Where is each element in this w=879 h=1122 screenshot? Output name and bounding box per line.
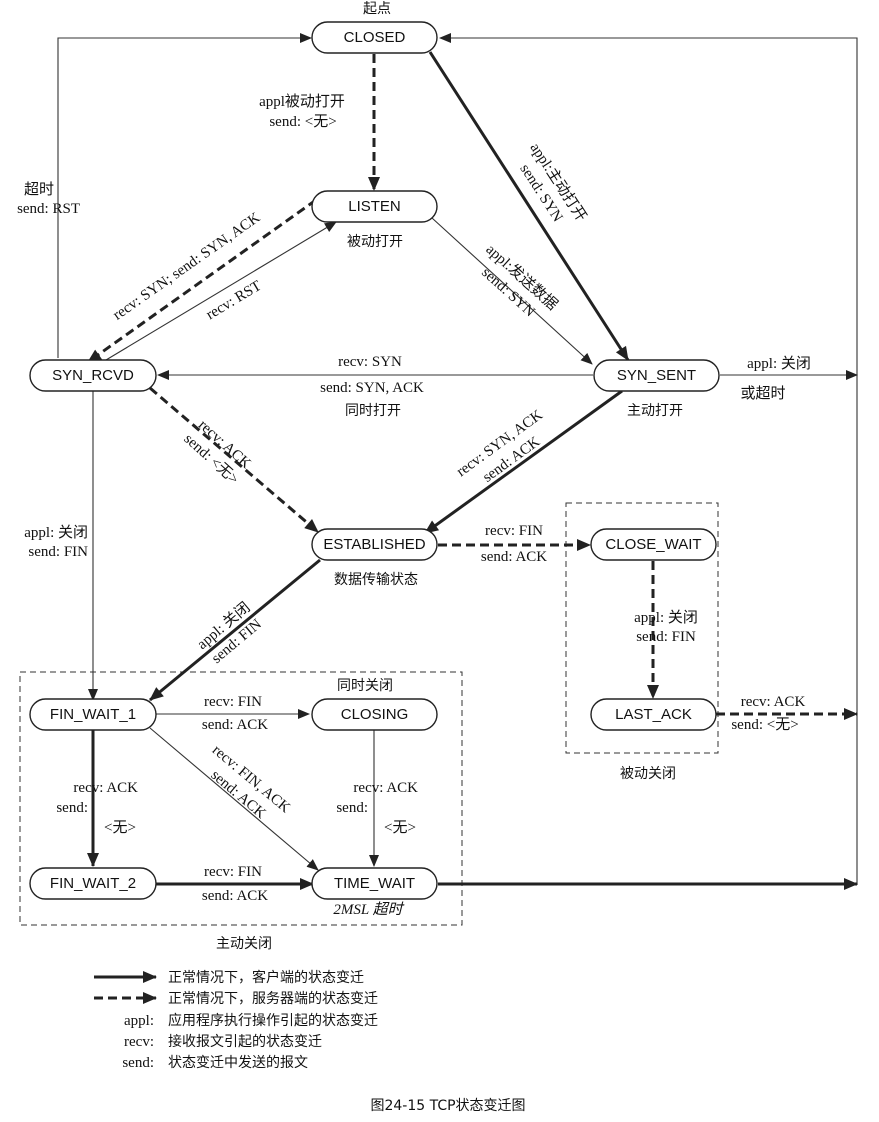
label-finwait2-timewait-2: send: ACK [202,888,268,904]
label-closed-synsent: appl:主动打开 send: SYN [516,140,589,225]
label-lastack-closed-1: recv: ACK [741,694,806,710]
label-finwait1-finwait2-3: <无> [104,820,136,836]
state-last-ack: LAST_ACK [590,698,717,731]
arrow-finwait1-timewait [149,727,319,871]
active-close-region [19,671,463,926]
label-finwait1-finwait2-2: send: [56,800,88,816]
svg-text:CLOSE_WAIT: CLOSE_WAIT [605,536,701,553]
svg-text:TIME_WAIT: TIME_WAIT [334,875,415,892]
label-send-rst: send: RST [17,201,80,217]
arrow-synrcvd-closed-timeout [57,33,312,358]
arrow-established-finwait1 [149,558,321,702]
legend-server-text: 正常情况下，服务器端的状态变迁 [168,991,378,1007]
arrow-listen-synrcvd [87,198,317,364]
state-syn-rcvd: SYN_RCVD [29,359,157,392]
state-close-wait: CLOSE_WAIT [590,528,717,561]
legend-recv-key: recv: [124,1034,154,1050]
state-established: ESTABLISHED [311,528,438,561]
figure-caption: 图24-15 TCP状态变迁图 [370,1098,525,1114]
label-synsent-synrcvd-2: send: SYN, ACK [320,380,424,396]
caption-simultaneous-close: 同时关闭 [337,678,393,694]
label-established-closewait-1: recv: FIN [485,523,543,539]
label-listen-synrcvd: recv: SYN; send: SYN, ACK [110,210,263,324]
arrow-synrcvd-listen [105,221,337,361]
legend-appl-key: appl: [124,1013,154,1029]
state-listen: LISTEN [311,190,438,223]
label-timeout: 超时 [24,181,54,198]
legend-send-desc: 状态变迁中发送的报文 [168,1055,308,1071]
label-synsent-established: recv: SYN, ACK send: ACK [454,407,546,486]
label-closewait-lastack-1: appl: 关闭 [634,609,698,626]
arrow-listen-synsent [431,217,593,365]
label-finwait1-closing-2: send: ACK [202,717,268,733]
label-closing-timewait-1: recv: ACK [353,780,418,796]
state-time-wait: TIME_WAIT [311,867,438,900]
label-closewait-lastack-2: send: FIN [636,629,696,645]
label-synsent-synrcvd-1: recv: SYN [338,354,402,370]
state-syn-sent: SYN_SENT [593,359,720,392]
label-finwait2-timewait-1: recv: FIN [204,864,262,880]
label-finwait1-finwait2-1: recv: ACK [73,780,138,796]
state-closing: CLOSING [311,698,438,731]
label-listen-synsent: appl:发送数据 send: SYN [478,241,561,321]
label-synrcvd-listen: recv: RST [204,278,265,323]
label-synrcvd-finwait1-2: send: FIN [28,544,88,560]
arrow-synsent-established [424,389,623,535]
label-closing-timewait-2: send: [336,800,368,816]
caption-start: 起点 [363,1,391,17]
arrow-closed-synsent [428,51,630,361]
svg-text:CLOSING: CLOSING [341,706,409,723]
arrow-right-return-closed [439,33,858,885]
svg-text:SYN_SENT: SYN_SENT [617,367,696,384]
svg-text:FIN_WAIT_2: FIN_WAIT_2 [50,875,136,892]
caption-active-close: 主动关闭 [216,936,272,952]
svg-text:LISTEN: LISTEN [348,198,401,215]
label-closed-listen-1: appl被动打开 [259,93,345,110]
label-finwait1-closing-1: recv: FIN [204,694,262,710]
label-synrcvd-finwait1-1: appl: 关闭 [24,524,88,541]
state-closed: CLOSED [311,21,438,54]
state-fin-wait-2: FIN_WAIT_2 [29,867,157,900]
caption-passive-open: 被动打开 [347,233,403,250]
svg-text:ESTABLISHED: ESTABLISHED [323,536,425,553]
label-synsent-close-1: appl: 关闭 [747,355,811,372]
label-synrcvd-established: recv: ACK send: <无> [181,417,254,488]
label-closing-timewait-3: <无> [384,820,416,836]
caption-data-transfer: 数据传输状态 [334,572,418,588]
legend-appl-desc: 应用程序执行操作引起的状态变迁 [168,1012,378,1029]
caption-simultaneous-open: 同时打开 [345,402,401,419]
svg-text:SYN_RCVD: SYN_RCVD [52,367,134,384]
passive-close-region [565,502,719,754]
svg-text:FIN_WAIT_1: FIN_WAIT_1 [50,706,136,723]
legend: 正常情况下，客户端的状态变迁 正常情况下，服务器端的状态变迁 appl: 应用程… [94,969,378,1071]
svg-text:recv: SYN; send: SYN, ACK: recv: SYN; send: SYN, ACK [110,210,263,324]
legend-recv-desc: 接收报文引起的状态变迁 [168,1033,322,1050]
svg-text:CLOSED: CLOSED [344,29,406,46]
label-synsent-close-2: 或超时 [740,385,785,402]
svg-text:LAST_ACK: LAST_ACK [615,706,692,723]
caption-passive-close: 被动关闭 [620,766,676,782]
label-finwait1-timewait: recv: FIN, ACK send: ACK [208,742,294,822]
arrow-synrcvd-established [149,386,319,534]
legend-send-key: send: [122,1055,154,1071]
svg-text:recv: RST: recv: RST [204,278,265,323]
label-established-closewait-2: send: ACK [481,549,547,565]
label-closed-listen-2: send: <无> [269,114,336,130]
legend-client-text: 正常情况下，客户端的状态变迁 [168,969,364,986]
label-lastack-closed-2: send: <无> [731,717,798,733]
state-fin-wait-1: FIN_WAIT_1 [29,698,157,731]
caption-time-wait-note: 2MSL 超时 [333,901,404,918]
caption-active-open: 主动打开 [627,402,683,419]
